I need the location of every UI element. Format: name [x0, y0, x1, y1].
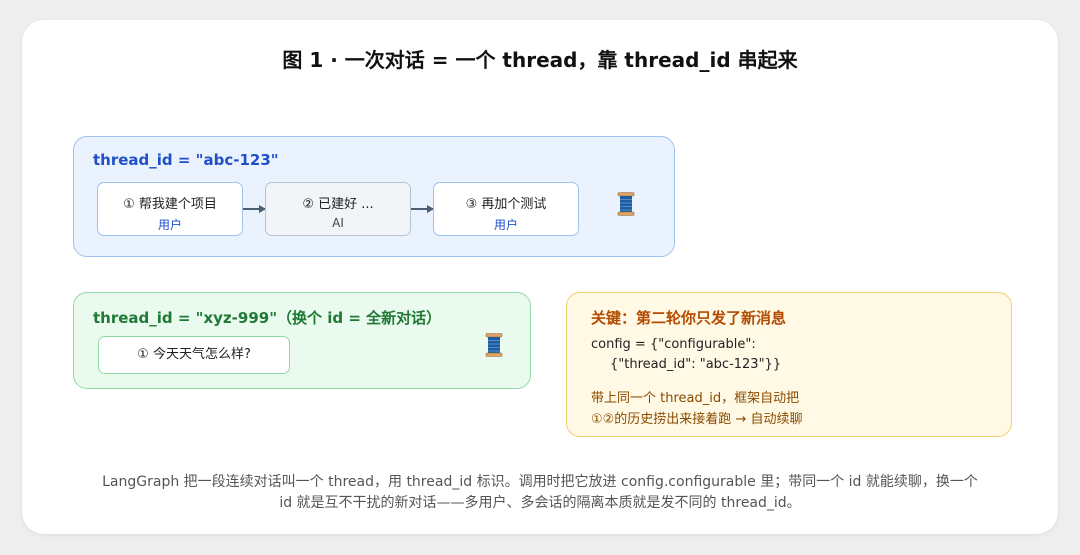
callout-note-line-2: ①②的历史捞出来接着跑 → 自动续聊: [591, 412, 803, 427]
spool-of-thread-icon: [485, 333, 503, 357]
step-role: 用户: [157, 218, 182, 232]
key-callout: 关键：第二轮你只发了新消息 config = {"configurable": …: [566, 292, 1012, 437]
caption-line-1: LangGraph 把一段连续对话叫一个 thread，用 thread_id …: [102, 474, 978, 490]
step-node-3: ③ 再加个测试 用户: [433, 182, 579, 236]
flow-arrow: [411, 205, 434, 212]
figure-card: 图 1 · 一次对话 = 一个 thread，靠 thread_id 串起来 t…: [22, 20, 1058, 534]
thread-id-label: thread_id = "xyz-999"（换个 id = 全新对话）: [93, 309, 442, 327]
step-node-1: ① 今天天气怎么样?: [98, 336, 290, 374]
callout-note-line-1: 带上同一个 thread_id，框架自动把: [591, 391, 800, 406]
thread-panel-xyz: thread_id = "xyz-999"（换个 id = 全新对话） ① 今天…: [73, 292, 531, 389]
step-role: AI: [332, 216, 344, 230]
figure-caption: LangGraph 把一段连续对话叫一个 thread，用 thread_id …: [52, 472, 1028, 514]
thread-panel-abc: thread_id = "abc-123" ① 帮我建个项目 用户 ② 已建好 …: [73, 136, 675, 257]
step-text: ③ 再加个测试: [465, 197, 547, 212]
step-role: 用户: [493, 218, 518, 232]
step-text: ① 帮我建个项目: [123, 197, 217, 212]
spool-of-thread-icon: [617, 192, 635, 216]
thread-id-label: thread_id = "abc-123": [93, 151, 279, 169]
callout-title: 关键：第二轮你只发了新消息: [591, 309, 787, 327]
caption-line-2: id 就是互不干扰的新对话——多用户、多会话的隔离本质就是发不同的 thread…: [279, 495, 801, 511]
config-code-line-1: config = {"configurable":: [591, 337, 756, 352]
step-node-2: ② 已建好 ... AI: [265, 182, 411, 236]
flow-arrow: [243, 205, 266, 212]
step-node-1: ① 帮我建个项目 用户: [97, 182, 243, 236]
figure-title: 图 1 · 一次对话 = 一个 thread，靠 thread_id 串起来: [282, 48, 798, 72]
config-code-line-2: {"thread_id": "abc-123"}}: [610, 357, 782, 372]
step-text: ② 已建好 ...: [302, 197, 374, 212]
